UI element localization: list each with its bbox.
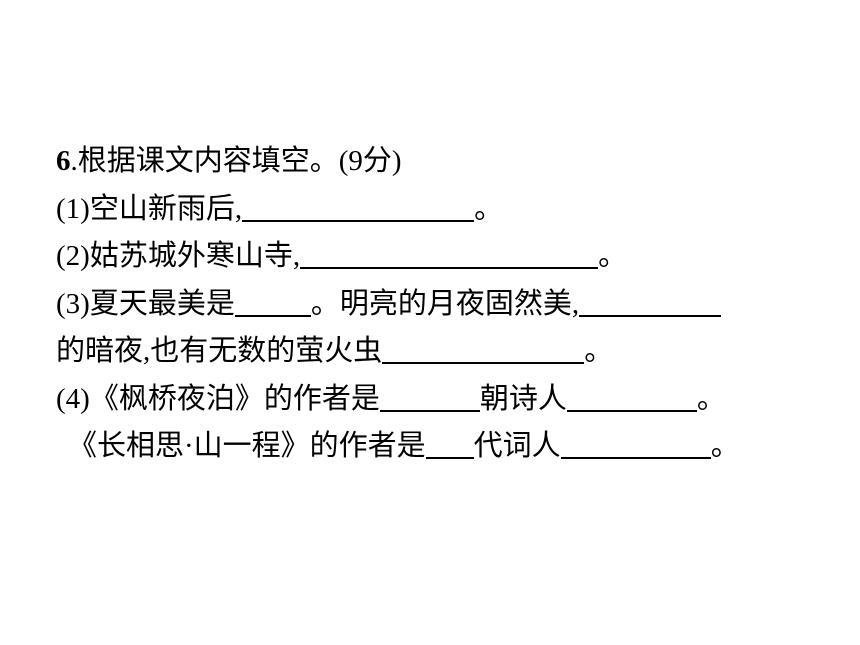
question-title: 6.根据课文内容填空。(9分) bbox=[56, 138, 846, 186]
item-4-line2-middle: 代词人 bbox=[473, 430, 561, 462]
item-3-blank-2[interactable] bbox=[579, 286, 722, 317]
item-3-blank-3[interactable] bbox=[382, 333, 585, 364]
item-3-continued: 的暗夜,也有无数的萤火虫 。 bbox=[56, 328, 846, 376]
item-4-end: 。 bbox=[696, 382, 726, 415]
item-2-prompt: (2)姑苏城外寒山寺, bbox=[56, 240, 301, 272]
question-instruction: .根据课文内容填空。(9分) bbox=[70, 145, 402, 177]
item-4-continued: 《长相思·山一程》的作者是 代词人 。 bbox=[68, 423, 846, 471]
item-3-blank-1[interactable] bbox=[234, 286, 311, 317]
item-1-end: 。 bbox=[474, 192, 504, 225]
item-1: (1)空山新雨后, 。 bbox=[56, 186, 846, 234]
item-1-blank[interactable] bbox=[242, 191, 475, 222]
question-number: 6 bbox=[56, 145, 71, 177]
item-1-prompt: (1)空山新雨后, bbox=[56, 192, 243, 225]
item-4-blank-2[interactable] bbox=[566, 381, 697, 412]
item-4-blank-4[interactable] bbox=[560, 428, 711, 459]
item-2: (2)姑苏城外寒山寺, 。 bbox=[56, 233, 846, 281]
item-3-end: 。 bbox=[584, 335, 614, 367]
item-3-line2-prompt: 的暗夜,也有无数的萤火虫 bbox=[56, 335, 383, 367]
item-4-blank-3[interactable] bbox=[425, 428, 474, 459]
item-3: (3)夏天最美是 。明亮的月夜固然美, bbox=[56, 281, 846, 329]
item-4-middle: 朝诗人 bbox=[479, 382, 567, 415]
item-4-prompt: (4)《枫桥夜泊》的作者是 bbox=[56, 382, 380, 415]
item-3-middle: 。明亮的月夜固然美, bbox=[310, 287, 580, 320]
item-3-prompt: (3)夏天最美是 bbox=[56, 287, 235, 320]
item-4: (4)《枫桥夜泊》的作者是 朝诗人 。 bbox=[56, 376, 846, 424]
question-6: 6.根据课文内容填空。(9分) (1)空山新雨后,。 (2)姑苏城外寒山寺,。 … bbox=[56, 138, 846, 471]
item-4-blank-1[interactable] bbox=[379, 381, 480, 412]
item-2-blank[interactable] bbox=[300, 238, 599, 269]
item-2-end: 。 bbox=[598, 240, 628, 272]
item-4-line2-end: 。 bbox=[710, 430, 740, 462]
item-4-line2-prompt: 《长相思·山一程》的作者是 bbox=[68, 430, 426, 462]
